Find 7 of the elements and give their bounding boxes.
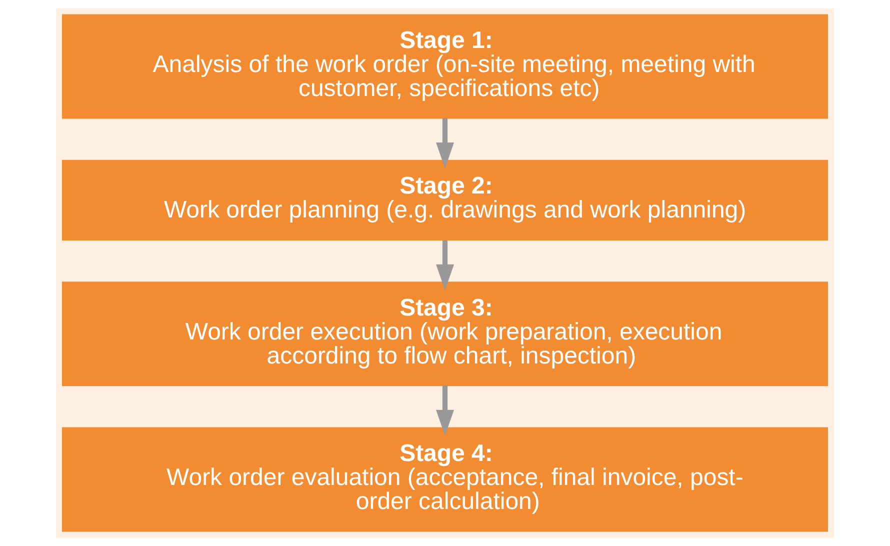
node-box: Stage 3: Work order execution (work preparation, execution according to flow chart, inspection) — [62, 282, 828, 386]
arrow — [436, 240, 454, 290]
arrow — [436, 118, 454, 168]
node-box: Stage 4: Work order evaluation (acceptance, final invoice, post-order calculation) — [62, 427, 828, 532]
arrow — [436, 385, 454, 436]
node-box: Stage 2: Work order planning (e.g. drawings and work planning) — [62, 160, 828, 240]
node-box: Stage 1: Analysis of the work order (on-site meeting, meeting with customer, specifications etc) — [62, 14, 828, 119]
